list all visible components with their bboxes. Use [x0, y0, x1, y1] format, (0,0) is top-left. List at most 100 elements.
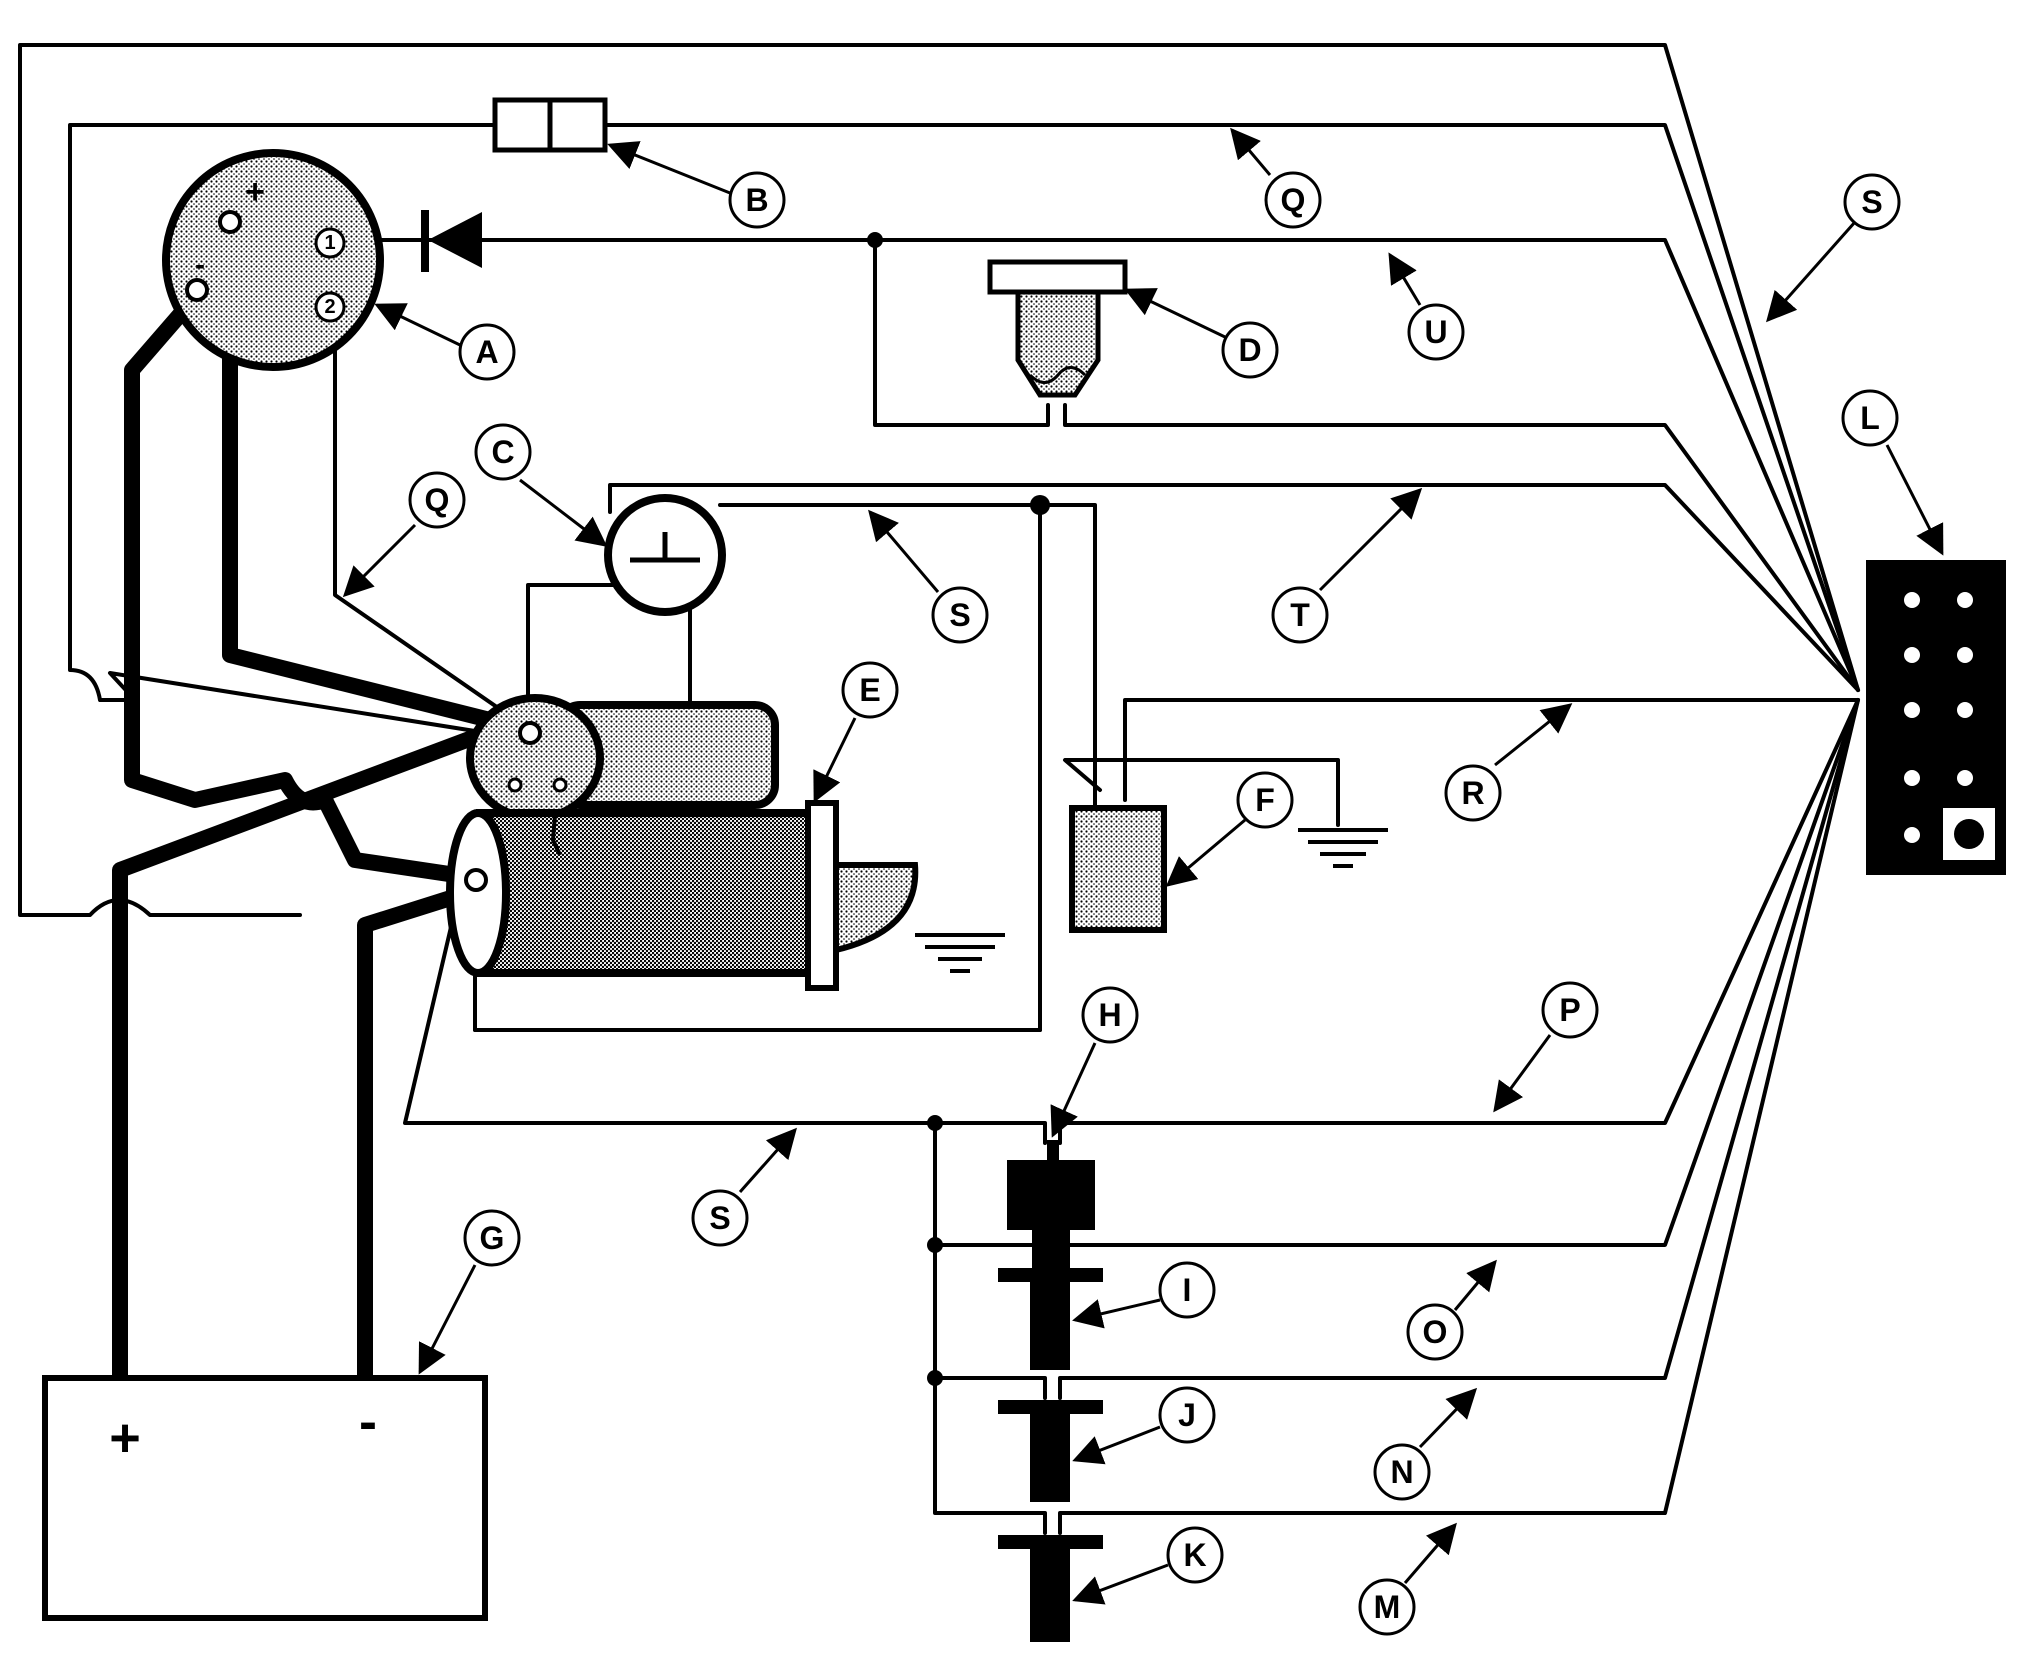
diode-triangle [428, 212, 482, 268]
alternator: + - 1 2 [162, 149, 384, 371]
callout-m-label: M [1374, 1589, 1401, 1625]
battery-negative-label: - [359, 1392, 377, 1452]
battery-cables [112, 217, 540, 1388]
callout-k [1166, 1526, 1224, 1584]
callout-b-label: B [745, 182, 768, 218]
alternator-negative-terminal [185, 278, 209, 302]
temperature-sender [987, 259, 1128, 398]
plug-k-body [1030, 1547, 1070, 1642]
callout-p [1541, 981, 1599, 1039]
plug-j-body [1030, 1412, 1070, 1502]
callout-e-label: E [859, 672, 880, 708]
callouts: A B Q S D U L C Q S [342, 127, 1944, 1636]
callout-o [1406, 1303, 1464, 1361]
callout-t [1271, 586, 1329, 644]
callout-q-lower-label: Q [425, 482, 450, 518]
solenoid-small-terminal-1 [507, 777, 523, 793]
callout-i [1158, 1261, 1216, 1319]
wire-outer-loop [18, 43, 1860, 917]
callout-b [728, 171, 786, 229]
callout-m [1358, 1578, 1416, 1636]
callout-d-label: D [1238, 332, 1261, 368]
plug-i [998, 1268, 1103, 1370]
callout-g [463, 1209, 521, 1267]
callout-f [1236, 771, 1294, 829]
cable-battery-positive [112, 724, 491, 1388]
callout-i-label: I [1183, 1272, 1192, 1308]
connector-plug [1866, 560, 2006, 875]
callout-u [1407, 303, 1465, 361]
wire-r [1123, 698, 1860, 802]
callout-u-label: U [1424, 314, 1447, 350]
alternator-terminal-1-label: 1 [324, 232, 335, 254]
callout-l [1841, 389, 1899, 447]
cable-alt-negative [124, 283, 486, 888]
alternator-positive-terminal [218, 210, 242, 234]
sender-cap [987, 259, 1128, 295]
callout-r-label: R [1461, 775, 1484, 811]
wire-m [933, 698, 1860, 1535]
callout-n [1373, 1443, 1431, 1501]
callout-q-lower [408, 471, 466, 529]
callout-s-top [1843, 173, 1901, 231]
callout-s-top-label: S [1861, 184, 1882, 220]
callout-f-label: F [1255, 782, 1275, 818]
alternator-negative-label: - [195, 249, 205, 282]
callout-h-label: H [1098, 997, 1121, 1033]
plug-k [998, 1535, 1103, 1642]
diode [421, 210, 482, 272]
callout-d [1221, 321, 1279, 379]
alternator-terminal-2 [314, 291, 346, 323]
junction-dots [867, 232, 1050, 1386]
plug-j [998, 1400, 1103, 1502]
starter-drive [833, 862, 919, 954]
sender-element [1028, 366, 1087, 384]
callout-h [1081, 986, 1139, 1044]
callout-p-label: P [1559, 992, 1580, 1028]
callout-a-label: A [475, 334, 498, 370]
oil-sender-body [1069, 805, 1167, 933]
wire-n [933, 698, 1860, 1400]
wire-q-left [68, 123, 502, 737]
alternator-positive-label: + [245, 173, 265, 211]
callout-j [1158, 1386, 1216, 1444]
alternator-terminal-2-label: 2 [324, 296, 335, 318]
callout-s-middle [931, 586, 989, 644]
callout-e [841, 661, 899, 719]
callout-l-label: L [1860, 400, 1880, 436]
starter-terminal [464, 868, 488, 892]
starter-flange [805, 800, 839, 991]
plug-h-body [1007, 1160, 1095, 1230]
wire-f-ground [1063, 758, 1340, 827]
callout-o-label: O [1423, 1314, 1448, 1350]
starter-solenoid [466, 694, 779, 822]
starter-body [476, 809, 814, 977]
battery-case [42, 1375, 488, 1621]
battery-positive-label: + [109, 1408, 141, 1468]
callout-c [474, 423, 532, 481]
oil-sender-ground-icon [1298, 828, 1388, 868]
cable-battery-negative [357, 879, 487, 1388]
start-switch [604, 494, 726, 616]
callout-s-lower-label: S [709, 1200, 730, 1236]
callout-t-label: T [1290, 597, 1310, 633]
solenoid-small-terminal-2 [552, 777, 568, 793]
callout-s-lower [691, 1189, 749, 1247]
callout-q-upper [1264, 171, 1322, 229]
callout-q-upper-label: Q [1281, 182, 1306, 218]
wire-u [350, 238, 1860, 692]
solenoid-battery-terminal [518, 721, 542, 745]
solenoid-cap [466, 694, 604, 822]
callout-g-label: G [480, 1220, 505, 1256]
battery: + - [42, 1375, 488, 1621]
callout-c-label: C [491, 434, 514, 470]
callout-n-label: N [1390, 1454, 1413, 1490]
oil-pressure-sender [1069, 805, 1167, 933]
wire-t [608, 483, 1860, 692]
wire-q-upper [603, 123, 1860, 692]
plug-h [1007, 1140, 1095, 1268]
callout-k-label: K [1183, 1537, 1206, 1573]
starter-motor [446, 800, 919, 991]
starter-ground-icon [915, 933, 1005, 973]
